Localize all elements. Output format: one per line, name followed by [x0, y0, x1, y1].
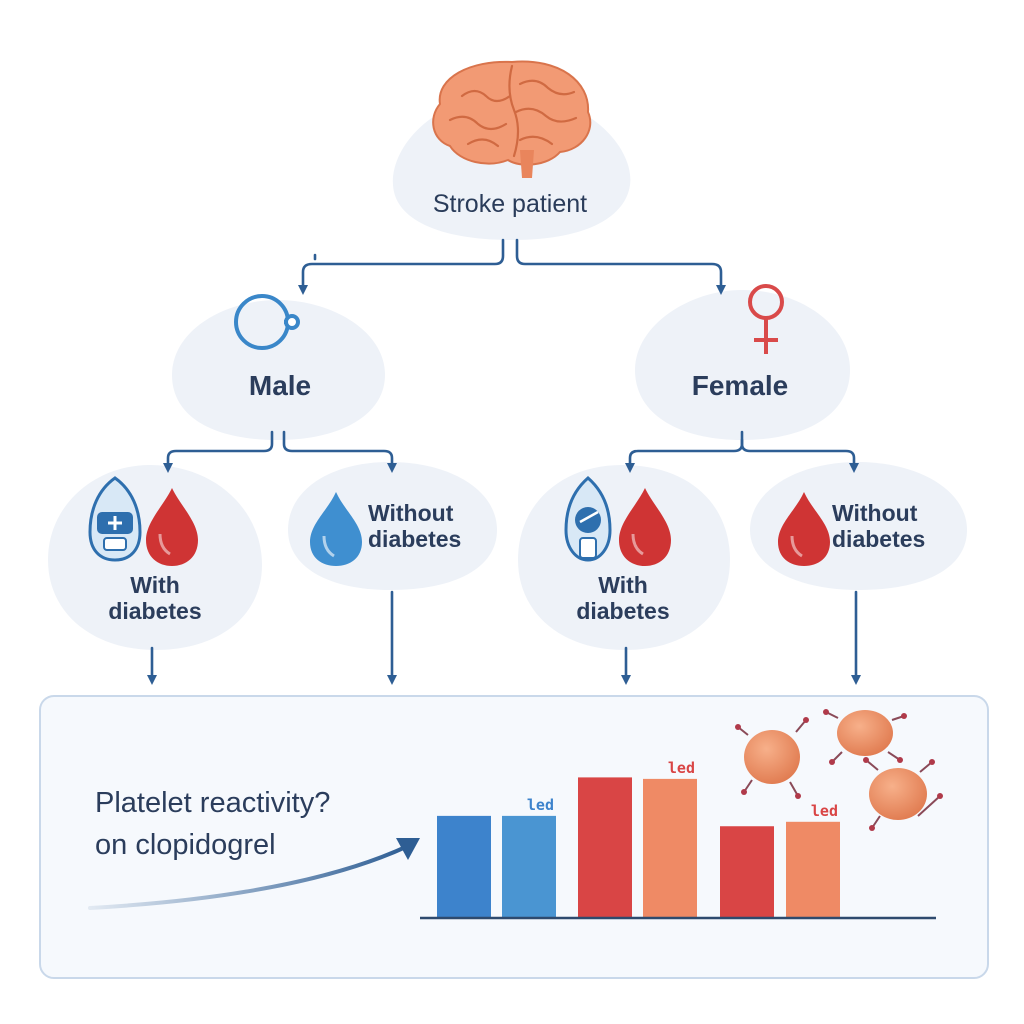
male-with-diabetes-label: With diabetes	[80, 572, 230, 625]
bar-2	[502, 815, 556, 918]
bar-5	[720, 826, 774, 918]
blood-drop-icon	[778, 492, 830, 566]
male-label: Male	[248, 370, 312, 401]
male-node	[172, 300, 385, 440]
panel-caption-line: Platelet reactivity?	[95, 787, 331, 819]
bar-annotation: led	[527, 796, 554, 814]
panel-caption-line: on clopidogrel	[95, 829, 276, 862]
panel-caption: Platelet reactivity? on clopidogrel	[95, 782, 330, 866]
female-node	[635, 290, 850, 440]
bar-6	[786, 821, 840, 918]
male-symbol-icon	[234, 294, 300, 350]
label-line: Without	[368, 500, 454, 526]
label-line: With	[130, 572, 180, 598]
connector-male-with	[163, 430, 274, 473]
male-without-diabetes-label: Without diabetes	[368, 500, 488, 553]
bar-3	[578, 777, 632, 918]
root-label: Stroke patient	[432, 190, 588, 218]
bar-annotation: led	[668, 759, 695, 777]
glucose-meter-icon	[564, 476, 612, 562]
bar-4	[643, 778, 697, 918]
label-line: diabetes	[832, 526, 926, 553]
connector-root-female	[515, 238, 726, 295]
blood-drop-icon	[619, 488, 671, 566]
female-without-diabetes-label: Without diabetes	[832, 500, 952, 553]
female-symbol-icon	[748, 284, 784, 354]
label-line: diabetes	[576, 598, 670, 625]
label-line: Without	[832, 500, 918, 526]
female-with-diabetes-label: With diabetes	[548, 572, 698, 625]
bar-chart: led led led	[420, 759, 936, 920]
connector-root-male	[298, 238, 505, 295]
connector-female-without	[740, 438, 859, 473]
bar-annotation: led	[811, 802, 838, 820]
trend-arrow-icon	[88, 838, 420, 910]
label-line: diabetes	[108, 598, 202, 625]
label-line: diabetes	[368, 526, 462, 553]
platelet-icon	[735, 709, 943, 831]
blood-drop-icon	[146, 488, 198, 566]
bar-1	[437, 815, 491, 918]
connector-male-without	[282, 430, 397, 473]
female-label: Female	[691, 370, 789, 401]
brain-icon	[432, 60, 592, 178]
water-drop-icon	[310, 492, 362, 566]
glucose-meter-icon	[88, 476, 142, 562]
label-line: With	[598, 572, 648, 598]
